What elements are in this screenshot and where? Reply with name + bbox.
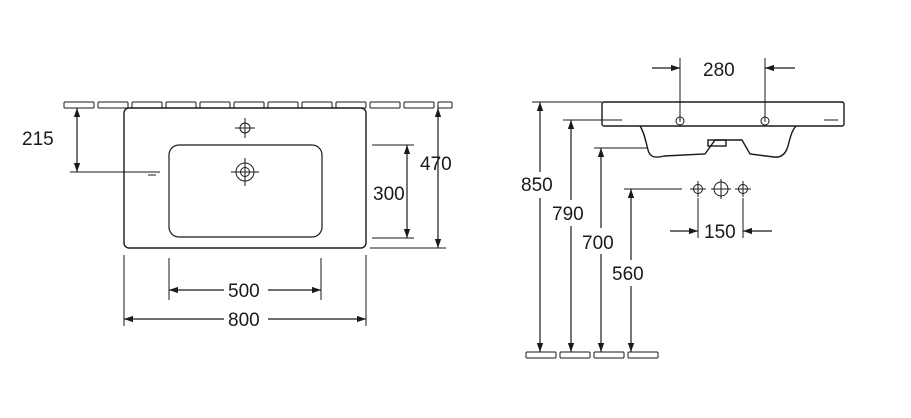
dim-label-560: 560 bbox=[612, 264, 644, 285]
dim-470: 470 bbox=[370, 108, 452, 249]
dim-label-150: 150 bbox=[704, 222, 736, 243]
side-view: 280 850 790 700 bbox=[521, 58, 845, 359]
dim-215: 215 bbox=[22, 108, 160, 173]
dim-label-215: 215 bbox=[22, 129, 54, 150]
dim-label-850: 850 bbox=[521, 175, 553, 196]
drain-icon bbox=[231, 158, 259, 186]
wall-strip bbox=[63, 101, 453, 109]
dim-label-790: 790 bbox=[552, 204, 584, 225]
dim-790: 790 bbox=[552, 119, 612, 352]
dim-label-800: 800 bbox=[228, 310, 260, 331]
dim-280: 280 bbox=[652, 58, 795, 122]
profile-fittings bbox=[608, 116, 838, 126]
floor-base bbox=[525, 351, 659, 359]
dim-label-500: 500 bbox=[228, 281, 260, 302]
dim-label-700: 700 bbox=[582, 233, 614, 254]
valve-icon bbox=[690, 179, 751, 199]
tap-hole-icon bbox=[235, 118, 255, 138]
dim-label-280: 280 bbox=[703, 60, 735, 81]
dim-label-300: 300 bbox=[373, 184, 405, 205]
dim-560: 560 bbox=[612, 188, 682, 352]
dim-500: 500 bbox=[168, 258, 322, 302]
basin-outline bbox=[123, 107, 367, 249]
dim-850: 850 bbox=[521, 101, 602, 352]
dim-700: 700 bbox=[582, 147, 648, 352]
dim-150: 150 bbox=[670, 198, 772, 243]
basin-profile bbox=[601, 101, 845, 158]
dim-800: 800 bbox=[123, 255, 367, 331]
bowl-outline bbox=[168, 144, 323, 238]
dim-label-470: 470 bbox=[420, 154, 452, 175]
dim-300: 300 bbox=[372, 144, 414, 239]
front-view: 215 300 470 500 800 bbox=[22, 101, 453, 331]
